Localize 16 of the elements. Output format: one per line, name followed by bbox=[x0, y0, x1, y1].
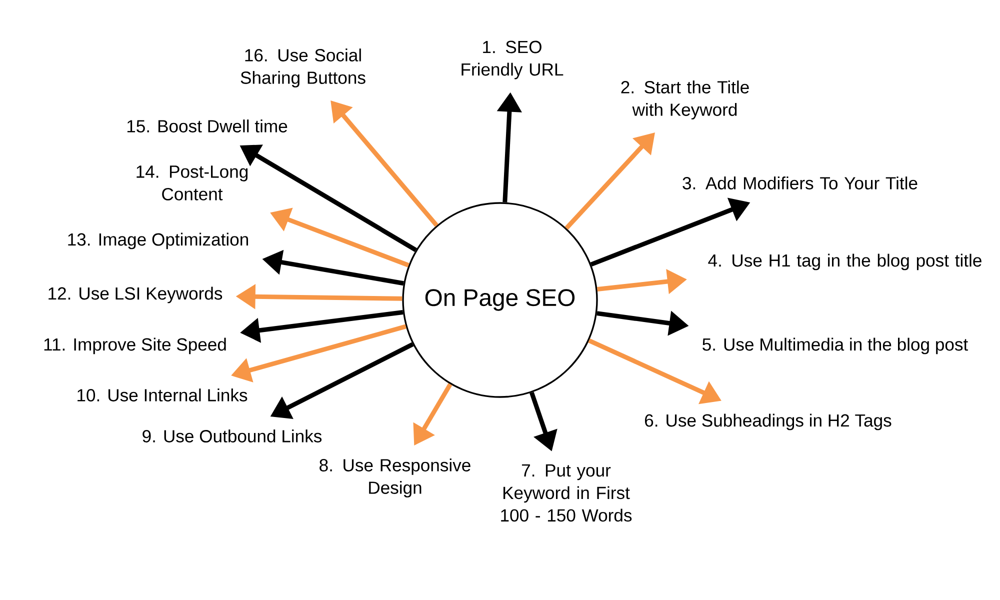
item-label: 8. Use Responsive Design bbox=[320, 458, 470, 498]
item-label: 13. Image Optimization bbox=[68, 232, 248, 250]
item-label: 6. Use Subheadings in H2 Tags bbox=[645, 414, 892, 430]
item-label: 9. Use Outbound Links bbox=[142, 430, 322, 442]
item-label: 11. Improve Site Speed bbox=[44, 338, 226, 354]
item-label: 15. Boost Dwell time bbox=[127, 120, 288, 132]
item-label: 12. Use LSI Keywords bbox=[48, 286, 222, 304]
item-label: 5. Use Multimedia in the blog post bbox=[702, 338, 968, 354]
item-label: 10. Use Internal Links bbox=[78, 388, 248, 402]
item-label: 1. SEO Friendly URL bbox=[462, 40, 564, 80]
item-label: 7. Put your Keyword in First 100 - 150 Words bbox=[501, 464, 632, 522]
item-label: 16. Use Social Sharing Buttons bbox=[240, 48, 366, 88]
item-label: 2. Start the Title with Keyword bbox=[621, 80, 749, 120]
item-label: 14. Post-Long Content bbox=[136, 166, 248, 200]
item-label: 3. Add Modifiers To Your Title bbox=[682, 176, 918, 190]
item-label: 4. Use H1 tag in the blog post title bbox=[708, 254, 982, 270]
